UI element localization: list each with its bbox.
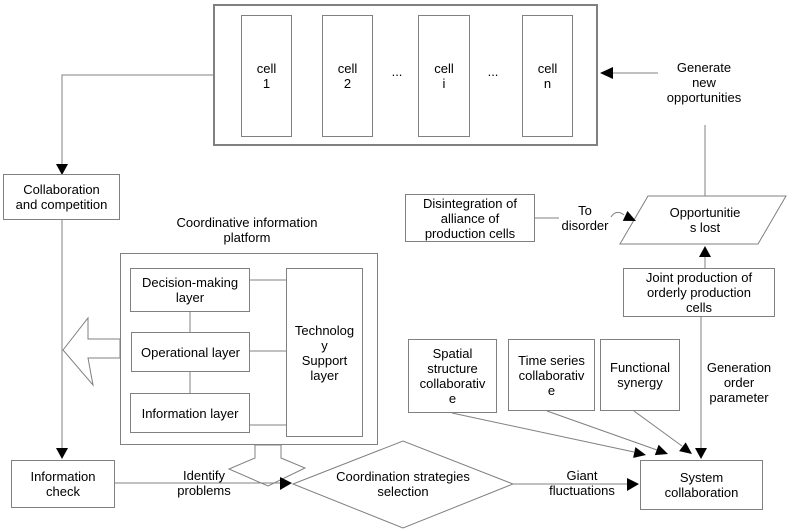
platform-container-box [120,253,378,445]
to-disorder-label: To disorder [561,203,609,233]
arrowhead-spatial-into-system-icon [633,447,646,458]
coordination-strategies-label: Coordination strategies selection [336,469,470,499]
arrowhead-functional-into-system-icon [679,442,692,454]
block-arrow-down-icon [227,444,307,487]
arrowhead-into-parallelogram-icon [699,246,711,257]
cell-i-box: cell i [418,15,470,137]
platform-title-label: Coordinative information platform [176,215,318,245]
cell-2-box: cell 2 [322,15,373,137]
identify-problems-label: Identify problems [177,468,231,498]
cells-ellipsis-2: ... [487,63,499,79]
opportunities-lost-label: Opportunitie s lost [669,205,741,235]
operational-layer-box: Operational layer [131,332,250,372]
connector-disorder-squiggle [610,211,625,218]
connector-cells-to-collaboration [61,74,213,164]
cell-1-box: cell 1 [241,15,292,137]
arrowhead-into-diamond-icon [280,477,292,490]
arrowhead-into-system-left-icon [627,478,639,491]
opportunities-lost-parallelogram [619,195,787,245]
generation-order-label: Generation order parameter [706,359,772,405]
time-series-box: Time series collaborativ e [508,339,595,411]
spatial-structure-box: Spatial structure collaborativ e [408,339,497,413]
technology-support-layer-box: Technolog y Support layer [286,268,363,437]
decision-making-layer-box: Decision-making layer [130,268,250,312]
generate-opportunities-label: Generate new opportunities [666,59,742,105]
joint-production-box: Joint production of orderly production c… [623,268,775,317]
connector-spatial-to-system [451,412,635,453]
arrowhead-timeseries-into-system-icon [654,444,668,456]
functional-synergy-box: Functional synergy [600,339,680,411]
block-arrow-left-icon [62,316,121,387]
arrowhead-into-cells-icon [600,67,613,79]
connector-timeseries-to-system [546,410,658,451]
disintegration-box: Disintegration of alliance of production… [405,194,535,242]
arrowhead-joint-into-system-icon [695,448,707,459]
arrowhead-squiggle-icon [622,210,636,221]
arrowhead-into-infocheck-icon [56,448,68,459]
information-layer-box: Information layer [130,393,250,433]
connector-functional-to-system [633,410,683,447]
information-check-box: Information check [11,460,115,508]
cell-n-box: cell n [522,15,573,137]
system-collaboration-box: System collaboration [640,460,763,510]
arrowhead-into-collaboration-icon [56,164,68,175]
cells-ellipsis-1: ... [391,63,403,79]
collaboration-competition-box: Collaboration and competition [3,174,120,220]
giant-fluctuations-label: Giant fluctuations [549,468,615,498]
